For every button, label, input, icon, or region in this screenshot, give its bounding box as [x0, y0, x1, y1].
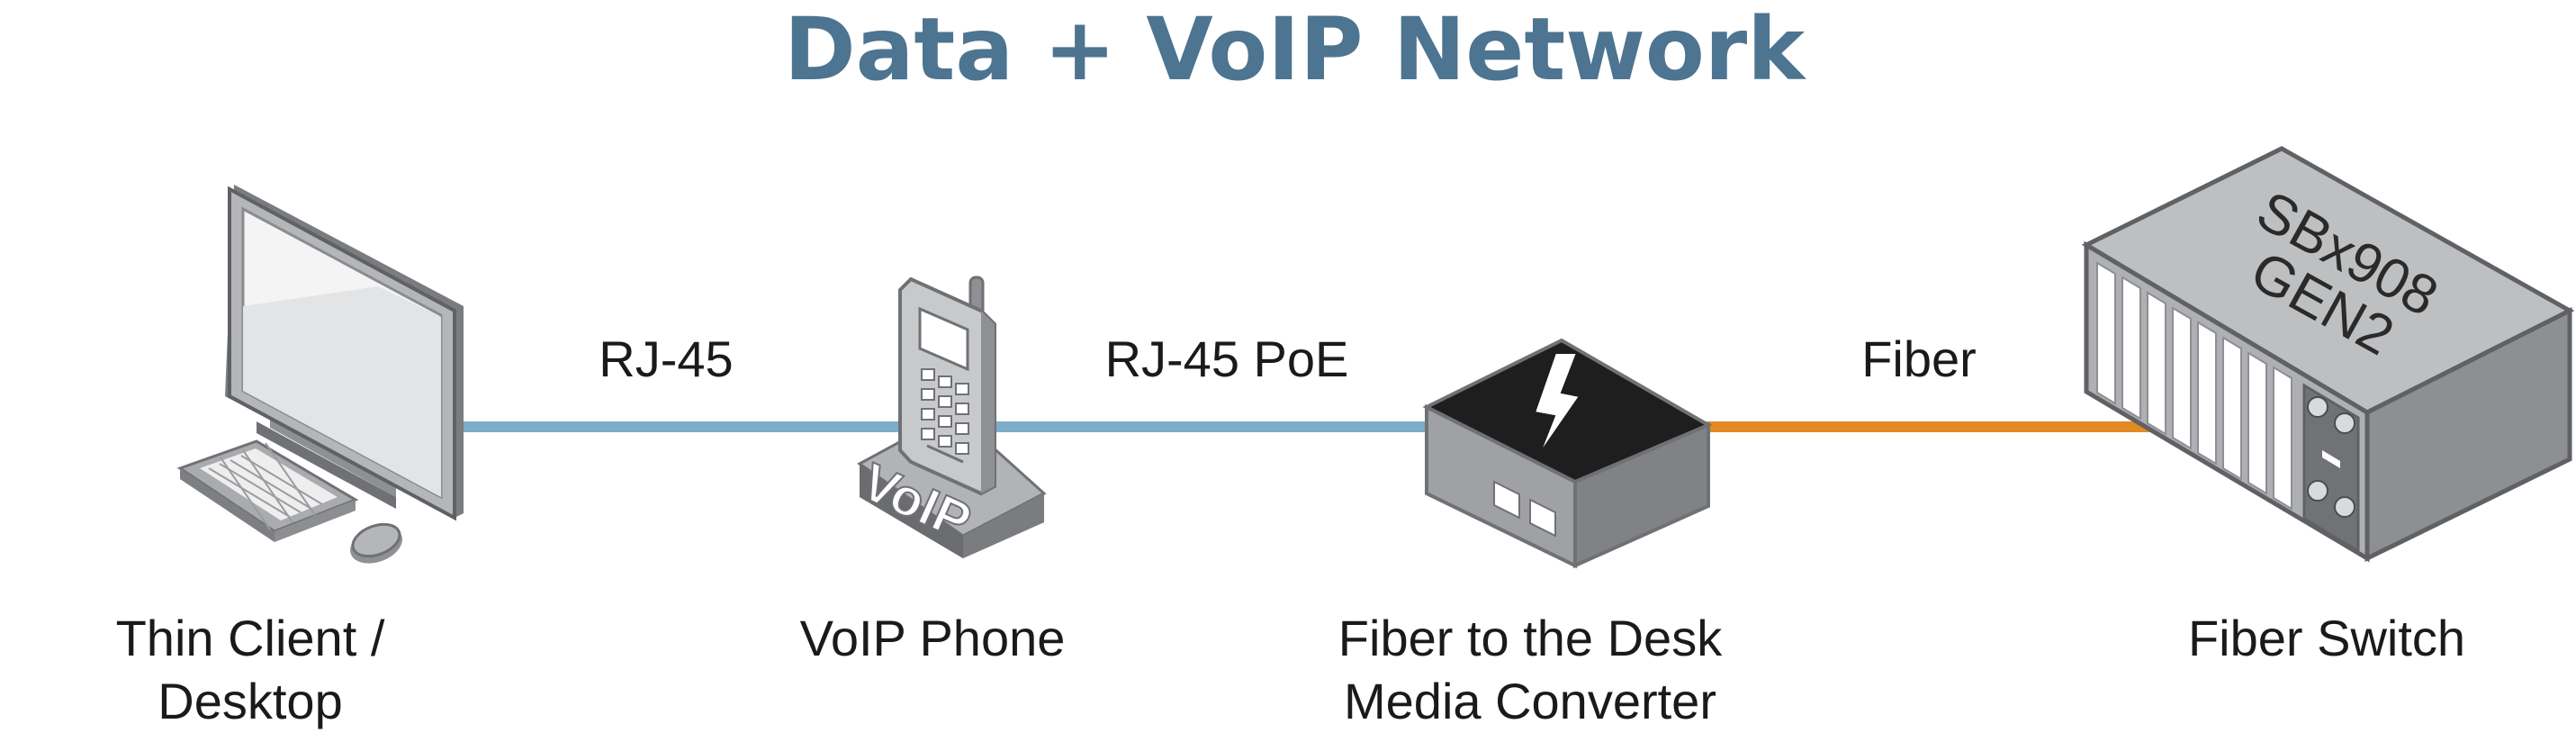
media-converter-icon [1422, 338, 1713, 569]
link-label-fiber: Fiber [1861, 330, 1977, 387]
device-label-voip-phone: VoIP Phone [800, 610, 1066, 666]
link-label-rj45-poe: RJ-45 PoE [1105, 330, 1349, 387]
device-label-thin-client-line1: Thin Client / [116, 610, 385, 666]
voip-phone-icon: VoIP [852, 276, 1047, 558]
chassis-switch-icon: SBx908 GEN2 [2081, 146, 2575, 563]
device-label-media-converter-line2: Media Converter [1344, 673, 1716, 729]
diagram-title: Data + VoIP Network [784, 0, 1806, 100]
desktop-computer-icon [176, 185, 464, 564]
device-label-media-converter-line1: Fiber to the Desk [1338, 610, 1723, 666]
device-label-fiber-switch: Fiber Switch [2188, 610, 2465, 666]
device-label-thin-client-line2: Desktop [158, 673, 342, 729]
link-label-rj45: RJ-45 [599, 330, 733, 387]
